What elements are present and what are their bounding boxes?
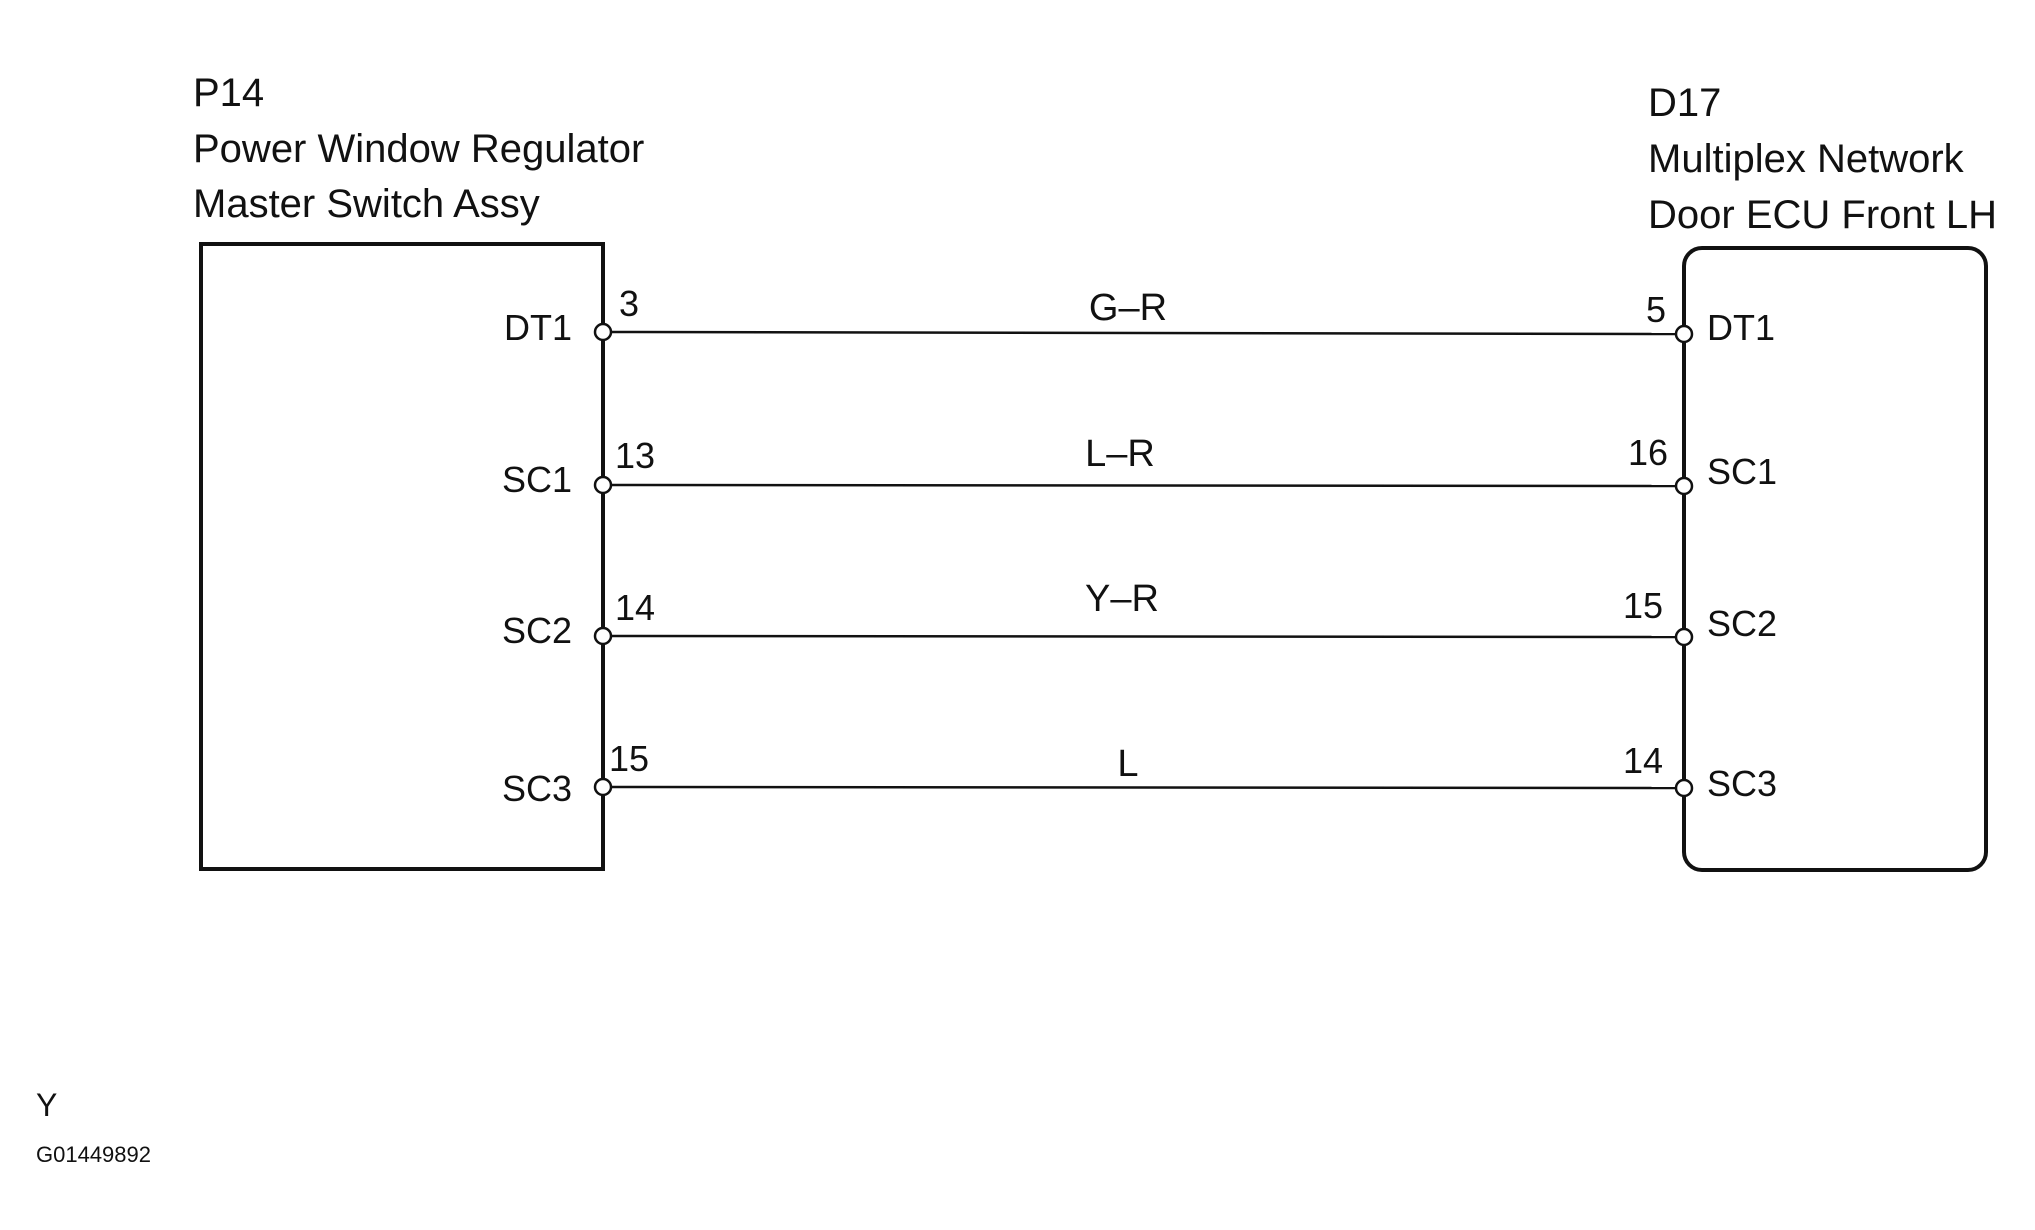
left-terminal-name-sc1: SC1: [502, 459, 572, 500]
right-pin-sc3: 14: [1623, 740, 1663, 781]
right-terminal-name-sc3: SC3: [1707, 763, 1777, 804]
left-terminal-sc1: [593, 475, 613, 495]
left-pin-sc1: 13: [615, 435, 655, 476]
left-component-name-line2: Master Switch Assy: [193, 182, 540, 226]
right-component-name-line2: Door ECU Front LH: [1648, 193, 1997, 237]
left-terminal-sc2: [593, 626, 613, 646]
wire-color-sc1: L–R: [1085, 433, 1155, 475]
figure-id: G01449892: [36, 1142, 151, 1167]
wire-color-sc3: L: [1117, 743, 1138, 785]
left-pin-sc3: 15: [609, 738, 649, 779]
right-terminal-name-sc2: SC2: [1707, 603, 1777, 644]
right-pin-dt1: 5: [1646, 289, 1666, 330]
wire-color-sc2: Y–R: [1085, 578, 1159, 620]
right-terminal-sc2: [1674, 627, 1694, 647]
right-terminal-name-dt1: DT1: [1707, 307, 1775, 348]
right-terminal-sc1: [1674, 476, 1694, 496]
left-component-name-line1: Power Window Regulator: [193, 127, 644, 171]
left-terminal-dt1: [593, 322, 613, 342]
left-pin-dt1: 3: [619, 283, 639, 324]
wire-dt1: [610, 330, 1677, 336]
right-pin-sc2: 15: [1623, 585, 1663, 626]
right-pin-sc1: 16: [1628, 432, 1668, 473]
left-terminal-name-dt1: DT1: [504, 307, 572, 348]
wire-sc3: [610, 785, 1677, 790]
right-component-code: D17: [1648, 81, 1721, 125]
left-pin-sc2: 14: [615, 587, 655, 628]
right-terminal-name-sc1: SC1: [1707, 451, 1777, 492]
left-terminal-name-sc3: SC3: [502, 768, 572, 809]
right-terminal-dt1: [1674, 324, 1694, 344]
left-component-code: P14: [193, 71, 264, 115]
left-terminal-name-sc2: SC2: [502, 610, 572, 651]
right-terminal-sc3: [1674, 778, 1694, 798]
footer-y-mark: Y: [36, 1087, 57, 1123]
left-component-box: [199, 242, 605, 871]
wire-color-dt1: G–R: [1089, 287, 1167, 329]
right-component-box: [1682, 246, 1988, 872]
wire-sc1: [610, 483, 1677, 488]
right-component-name-line1: Multiplex Network: [1648, 137, 1965, 181]
wire-sc2: [610, 634, 1677, 639]
left-terminal-sc3: [593, 777, 613, 797]
